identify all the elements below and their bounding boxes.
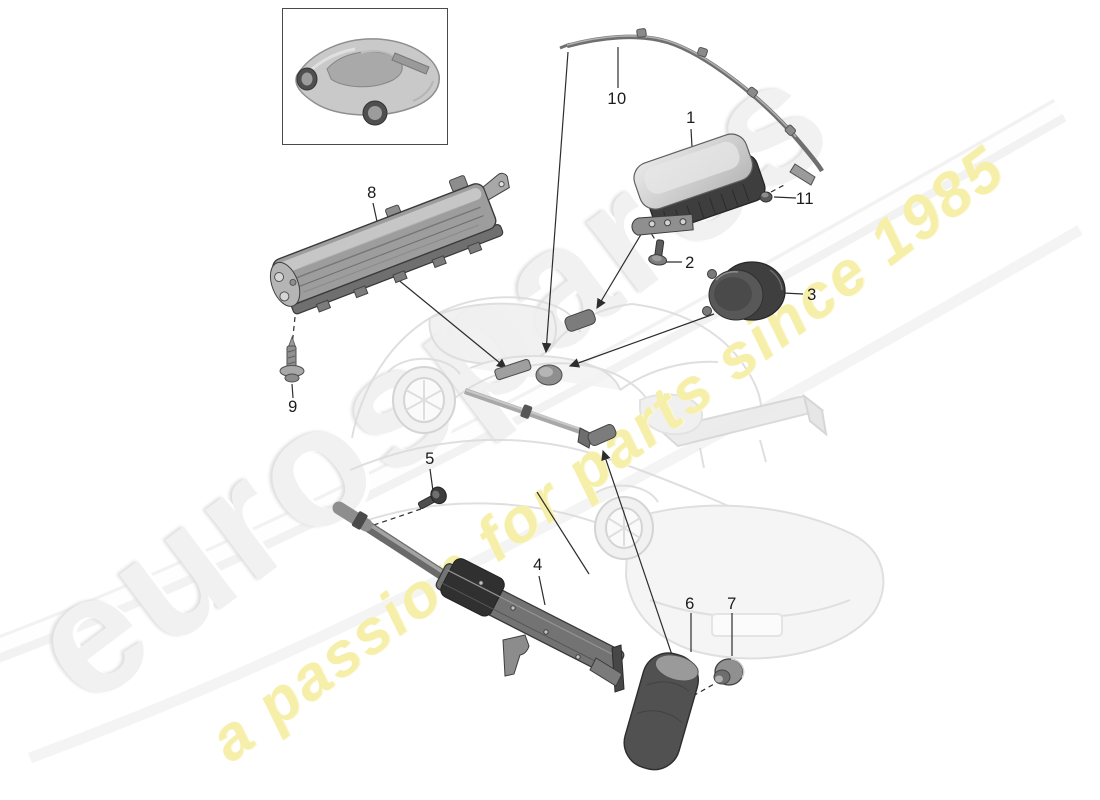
part-6-side-airbag-pad [623, 652, 699, 771]
callout-part-11[interactable]: 11 [795, 189, 815, 208]
callout-part-9[interactable]: 9 [288, 397, 298, 416]
callout-part-2[interactable]: 2 [685, 253, 695, 272]
callout-part-5[interactable]: 5 [425, 449, 435, 468]
callout-part-3[interactable]: 3 [807, 285, 817, 304]
callout-part-4[interactable]: 4 [533, 555, 543, 574]
callout-part-10[interactable]: 10 [607, 89, 627, 108]
callout-part-8[interactable]: 8 [367, 183, 377, 202]
callout-part-1[interactable]: 1 [686, 108, 696, 127]
porsche-911-thumbnail-icon [295, 38, 440, 126]
vehicle-thumbnail-box [282, 8, 448, 145]
part-7-grommet [713, 658, 745, 686]
callout-part-6[interactable]: 6 [685, 594, 695, 613]
callout-part-7[interactable]: 7 [727, 594, 737, 613]
